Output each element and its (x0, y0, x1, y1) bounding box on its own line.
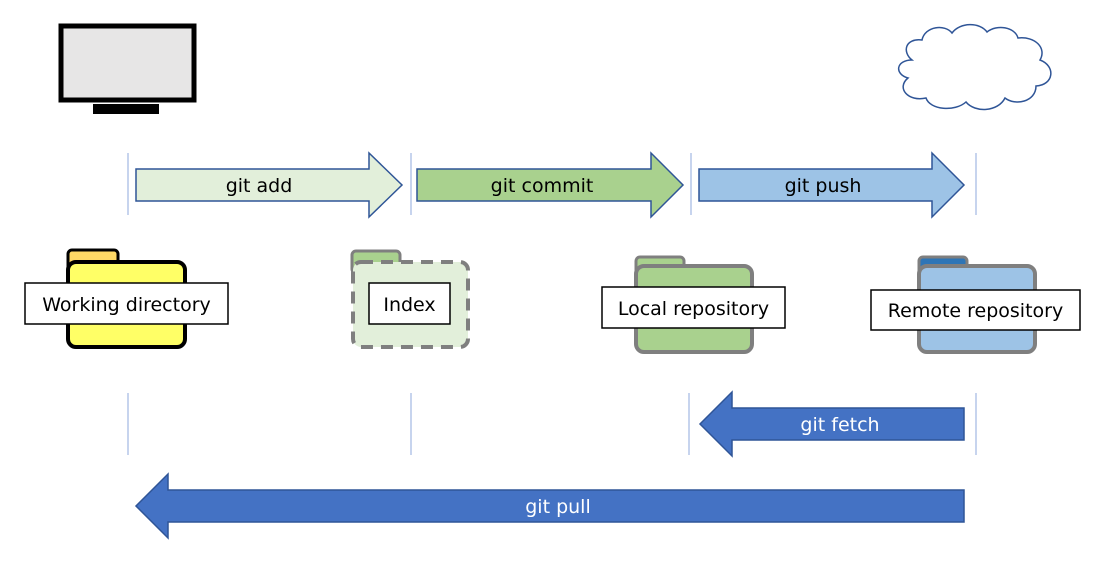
git-fetch-label: git fetch (800, 414, 879, 436)
git-commit-label: git commit (491, 175, 594, 197)
git-pull-arrow: git pull (134, 472, 965, 540)
git-commit-arrow: git commit (416, 151, 685, 219)
git-add-label: git add (226, 175, 293, 197)
git-push-label: git push (785, 175, 862, 197)
local-repository-node: Local repository (601, 286, 786, 329)
git-push-arrow: git push (698, 151, 966, 219)
git-fetch-arrow: git fetch (698, 390, 965, 458)
working-directory-label: Working directory (42, 294, 211, 316)
local-repository-label: Local repository (618, 298, 769, 320)
cloud-icon (898, 23, 1052, 111)
remote-repository-label: Remote repository (888, 300, 1063, 322)
dividers (127, 153, 977, 455)
remote-repository-node: Remote repository (870, 289, 1081, 331)
git-pull-label: git pull (525, 496, 591, 518)
monitor-icon (58, 23, 197, 114)
index-label: Index (383, 294, 435, 316)
index-node: Index (368, 282, 451, 325)
git-add-arrow: git add (135, 151, 404, 219)
working-directory-node: Working directory (24, 282, 229, 325)
